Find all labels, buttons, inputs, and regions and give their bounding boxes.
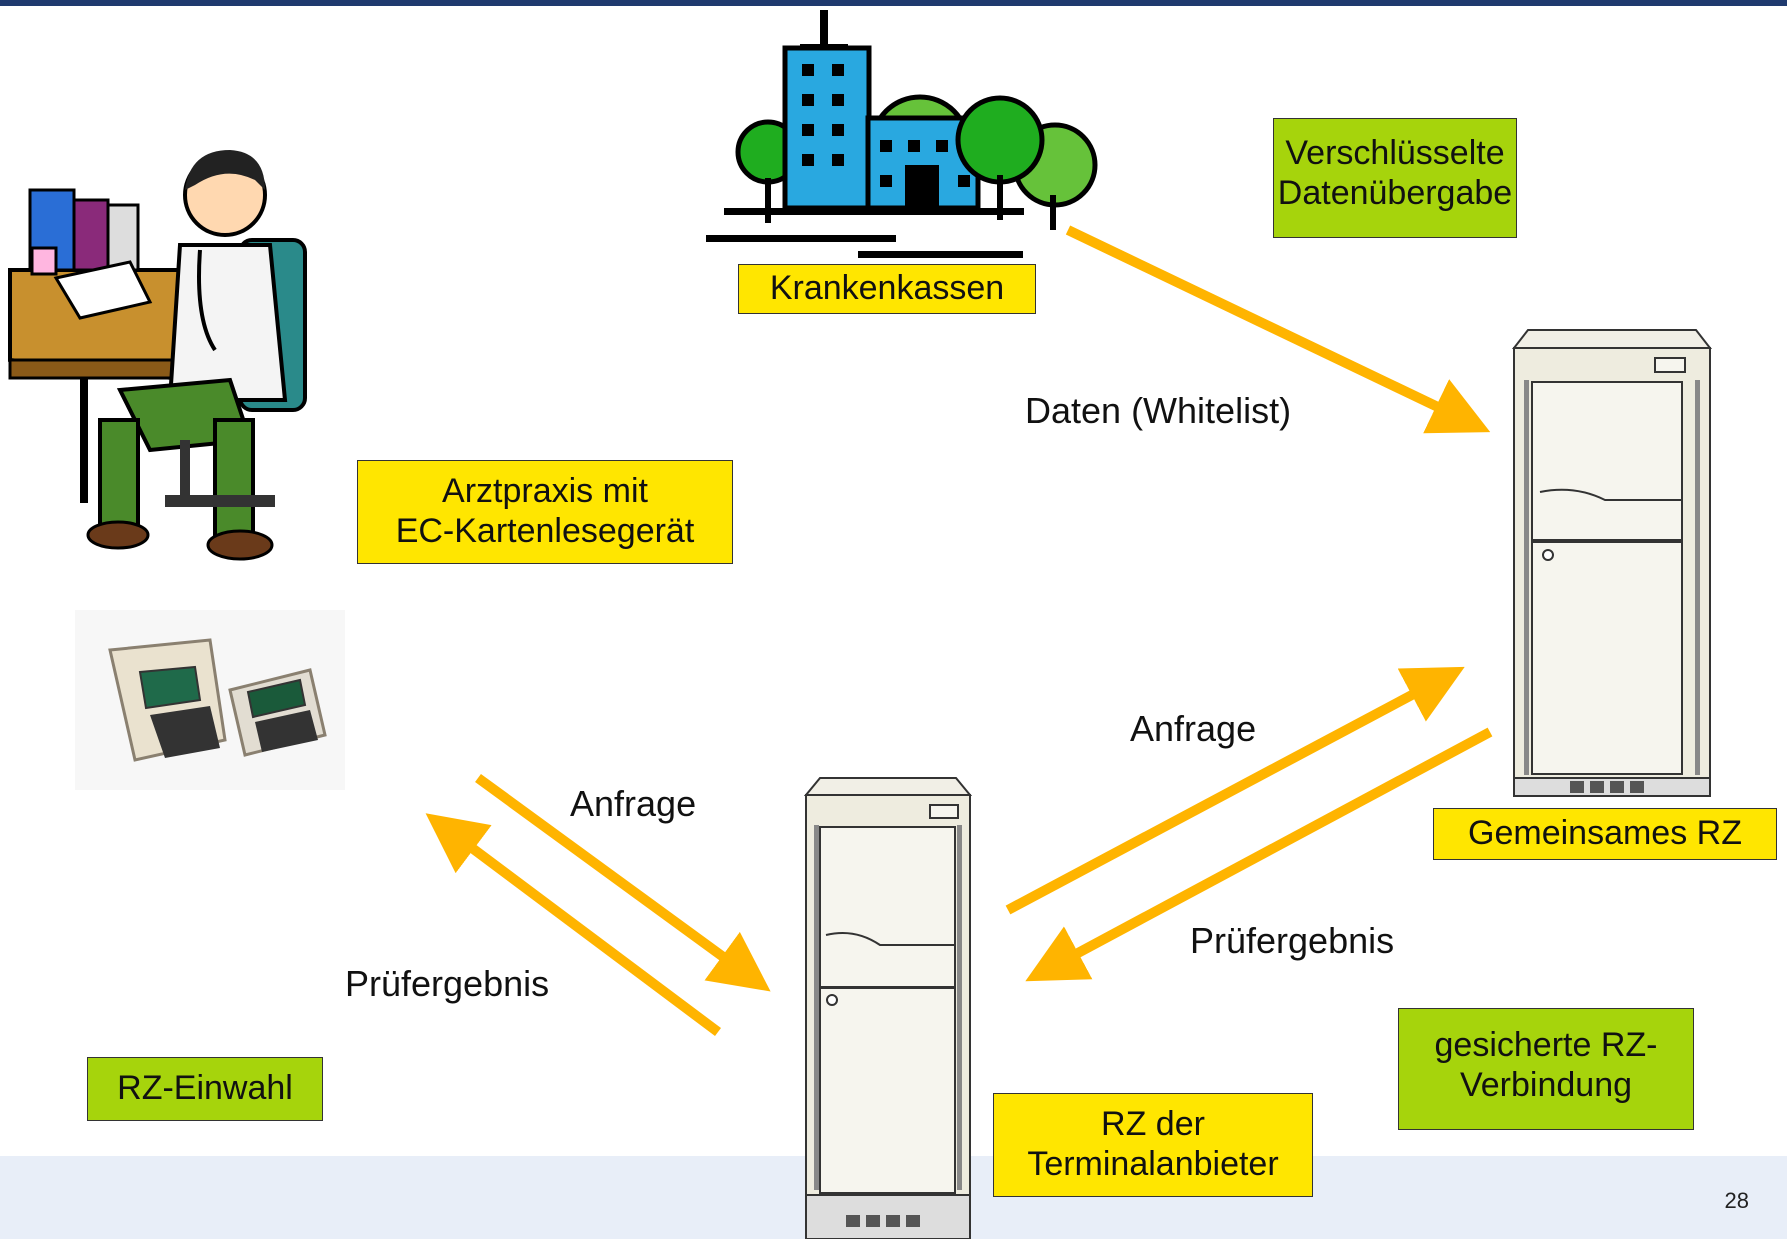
- pruefergebnis-right-label: Prüfergebnis: [1190, 920, 1395, 961]
- server-cabinet-icon: [803, 777, 973, 1239]
- gemeinsames-rz-box: Gemeinsames RZ: [1433, 808, 1777, 860]
- card-reader-terminal-icon: [75, 610, 345, 790]
- gesicherte-line-2: Verbindung: [1459, 1066, 1633, 1104]
- verschluesselt-line-2: Datenübergabe: [1277, 174, 1513, 212]
- top-bar: [0, 0, 1787, 6]
- arztpraxis-box: Arztpraxis mit EC-Kartenlesegerät: [357, 460, 733, 564]
- verschluesselt-line-1: Verschlüsselte: [1285, 134, 1505, 172]
- verschluesselt-box: Verschlüsselte Datenübergabe: [1273, 118, 1517, 238]
- arztpraxis-line-2: EC-Kartenlesegerät: [395, 512, 695, 550]
- pruefergebnis-left-label: Prüfergebnis: [345, 963, 550, 1004]
- gemeinsames-rz-label: Gemeinsames RZ: [1468, 814, 1742, 852]
- arrow-anfrage-right: [1005, 666, 1465, 915]
- arrow-pruefergebnis-right: [1025, 727, 1493, 982]
- arrow-pruefergebnis-left: [425, 813, 721, 1037]
- gesicherte-box: gesicherte RZ- Verbindung: [1398, 1008, 1694, 1130]
- arrow-daten-whitelist: [1065, 225, 1491, 434]
- arztpraxis-line-1: Arztpraxis mit: [442, 472, 648, 510]
- anfrage-left-label: Anfrage: [570, 783, 697, 824]
- rz-terminal-line-1: RZ der: [1101, 1105, 1205, 1143]
- krankenkassen-box: Krankenkassen: [738, 264, 1036, 314]
- arrow-anfrage-left: [475, 773, 771, 992]
- rz-einwahl-box: RZ-Einwahl: [87, 1057, 323, 1121]
- page-number: 28: [1724, 1188, 1749, 1213]
- rz-terminal-line-2: Terminalanbieter: [1027, 1145, 1279, 1183]
- hospital-building-icon: [706, 10, 1098, 258]
- doctor-at-desk-icon: [8, 150, 307, 561]
- rz-terminal-box: RZ der Terminalanbieter: [993, 1093, 1313, 1197]
- rz-einwahl-label: RZ-Einwahl: [117, 1069, 293, 1107]
- daten-whitelist-label: Daten (Whitelist): [1025, 390, 1292, 431]
- server-cabinet-icon: [1511, 329, 1713, 797]
- gesicherte-line-1: gesicherte RZ-: [1434, 1026, 1658, 1064]
- krankenkassen-label: Krankenkassen: [769, 269, 1005, 307]
- anfrage-right-label: Anfrage: [1130, 708, 1257, 749]
